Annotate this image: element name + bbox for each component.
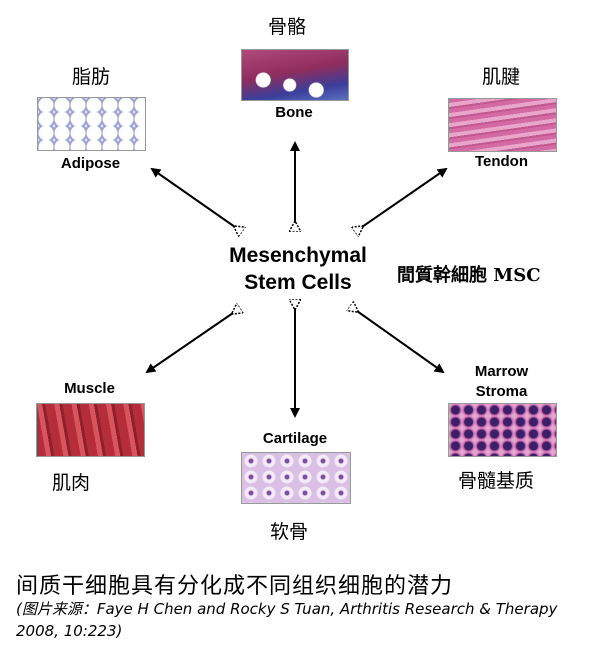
muscle-en-label: Muscle [64,380,115,397]
tendon-zh-label: 肌腱 [482,66,521,88]
tendon-en-label: Tendon [474,153,529,170]
msc-label: 間質幹細胞 MSC [397,265,541,286]
adipose-zh-label: 脂肪 [72,66,111,88]
marrow-en-line-1: Marrow [474,363,529,380]
marrow-image [448,403,557,457]
arrow-marrow [357,311,443,372]
cartilage-zh-label: 软骨 [270,521,309,543]
tendon-image [448,98,557,152]
adipose-en-label: Adipose [60,155,121,172]
cartilage-image [241,452,351,504]
center-node: Mesenchymal Stem Cells [200,242,396,296]
image-credit: (图片来源：Faye H Chen and Rocky S Tuan, Arth… [16,600,558,640]
bone-image [241,49,349,101]
cartilage-en-label: Cartilage [262,430,328,447]
center-line-2: Stem Cells [244,271,352,294]
adipose-image [37,97,146,151]
arrow-muscle [147,313,233,372]
center-line-1: Mesenchymal [229,244,367,267]
muscle-image [36,403,145,457]
muscle-zh-label: 肌肉 [52,472,91,494]
bone-en-label: Bone [275,104,313,121]
arrow-adipose [152,169,235,227]
bone-zh-label: 骨骼 [268,16,307,38]
marrow-zh-label: 骨髓基质 [458,470,535,492]
marrow-en-label: Marrow Stroma [448,362,555,402]
caption: 间质干细胞具有分化成不同组织细胞的潜力 [16,574,454,599]
marrow-en-line-2: Stroma [475,383,528,400]
arrow-tendon [362,169,446,227]
